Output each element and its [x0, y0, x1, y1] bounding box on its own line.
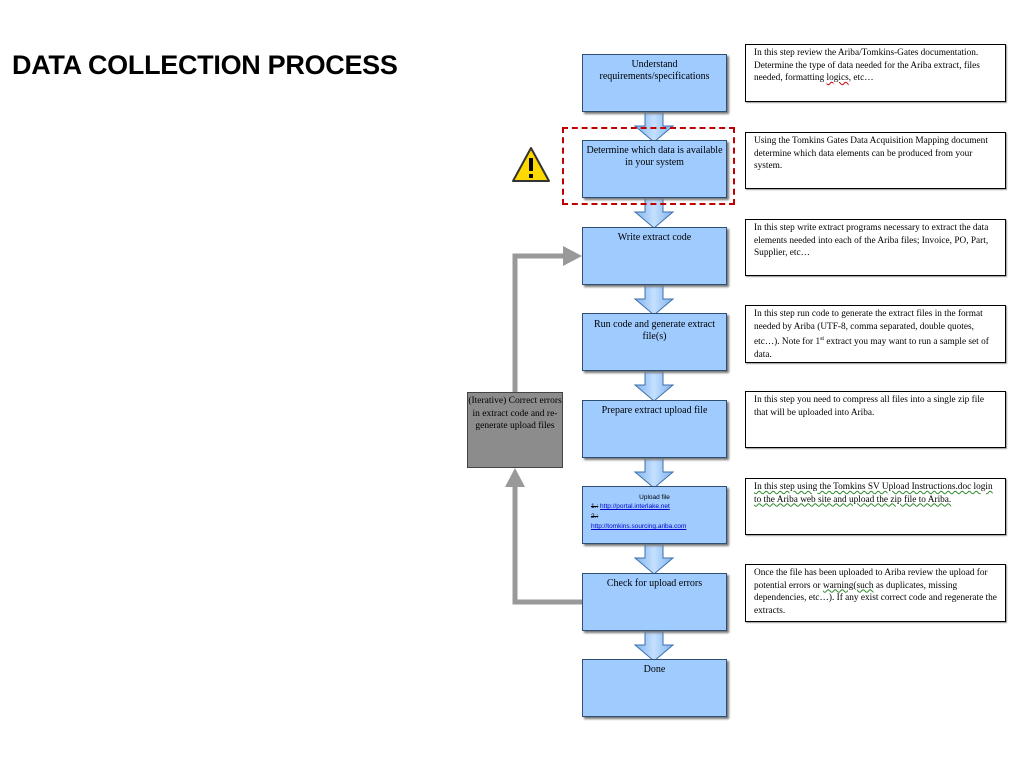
step-label: Check for upload errors — [606, 578, 703, 589]
step-label: Upload file — [639, 494, 670, 501]
note-run-code: In this step run code to generate the ex… — [745, 305, 1006, 363]
ariba-sourcing-link[interactable]: http://tomkins.sourcing.ariba.com — [591, 523, 687, 530]
step-prepare-upload: Prepare extract upload file — [582, 400, 727, 458]
step-check-errors: Check for upload errors — [582, 573, 727, 631]
portal-link[interactable]: http://portal.interlake.net — [600, 503, 670, 510]
note-understand: In this step review the Ariba/Tomkins-Ga… — [745, 44, 1006, 102]
note-prepare-upload: In this step you need to compress all fi… — [745, 391, 1006, 448]
step-label: Determine which data is available in you… — [586, 145, 723, 168]
note-determine-data: Using the Tomkins Gates Data Acquisition… — [745, 132, 1006, 189]
step-run-code: Run code and generate extract file(s) — [582, 313, 727, 371]
link-number: 2.: — [591, 513, 599, 520]
link-number: 1.: — [591, 503, 599, 510]
step-label: Prepare extract upload file — [601, 405, 708, 416]
step-determine-data: Determine which data is available in you… — [582, 140, 727, 198]
highlight-dashed-box — [562, 127, 735, 205]
step-write-extract-code: Write extract code — [582, 227, 727, 285]
step-label: Write extract code — [617, 232, 692, 243]
step-upload-file: Upload file 1.: http://portal.interlake.… — [582, 486, 727, 544]
step-label: Run code and generate extract file(s) — [593, 319, 716, 342]
feedback-loop-arrows — [512, 253, 582, 605]
iterative-box: (Iterative) Correct errors in extract co… — [467, 392, 563, 468]
warning-triangle-icon — [512, 147, 550, 182]
note-check-errors: Once the file has been uploaded to Ariba… — [745, 564, 1006, 622]
step-understand-requirements: Understand requirements/specifications — [582, 54, 727, 112]
page-title: DATA COLLECTION PROCESS — [12, 50, 398, 80]
note-write-code: In this step write extract programs nece… — [745, 219, 1006, 276]
iterative-label: (Iterative) Correct errors in extract co… — [468, 396, 562, 431]
step-done: Done — [582, 659, 727, 717]
step-label: Understand requirements/specifications — [599, 59, 710, 82]
step-label: Done — [643, 664, 666, 675]
note-upload-file: In this step using the Tomkins SV Upload… — [745, 478, 1006, 535]
